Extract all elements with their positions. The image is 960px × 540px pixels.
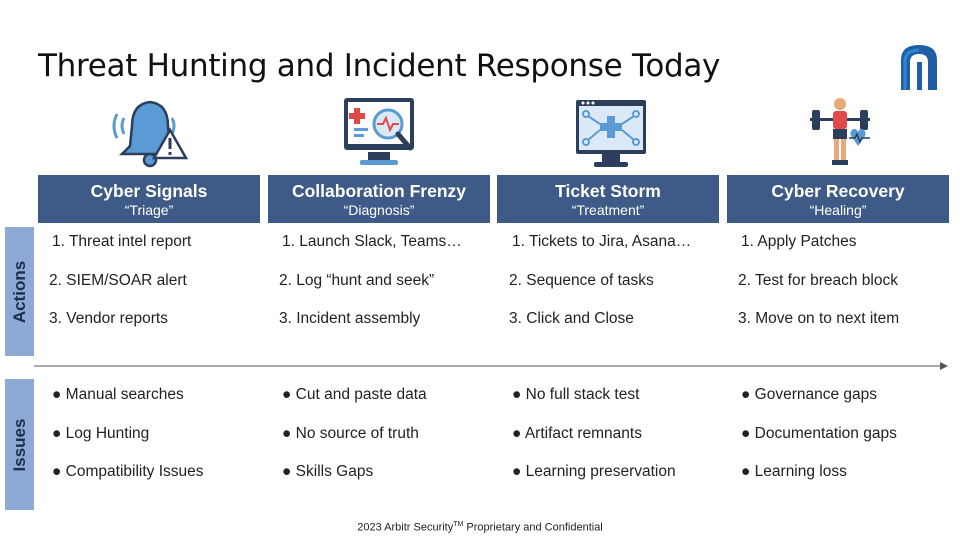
action-item: 2. Log “hunt and seek” <box>279 272 435 289</box>
action-item: 1. Tickets to Jira, Asana… <box>512 233 692 250</box>
action-item: 1. Apply Patches <box>741 233 857 250</box>
column-title: Ticket Storm <box>555 181 661 201</box>
column-title: Cyber Signals <box>90 181 208 201</box>
issue-item: ● Compatibility Issues <box>52 463 204 480</box>
action-item: 2. Sequence of tasks <box>509 272 654 289</box>
issue-item: ● Learning loss <box>741 463 847 480</box>
footer-suffix: Proprietary and Confidential <box>463 521 603 534</box>
issue-item: ● Cut and paste data <box>282 386 427 403</box>
column-header-cyber-signals: Cyber Signals “Triage” <box>38 175 260 223</box>
action-item: 1. Launch Slack, Teams… <box>282 233 462 250</box>
timeline-arrow <box>34 362 948 370</box>
action-item: 3. Incident assembly <box>279 310 421 327</box>
issue-item: ● Skills Gaps <box>282 463 374 480</box>
actions-side-label: Actions <box>5 227 34 356</box>
action-item: 1. Threat intel report <box>52 233 192 250</box>
arbitr-logo-icon <box>901 45 937 90</box>
issue-item: ● Artifact remnants <box>512 425 642 442</box>
trademark-mark: TM <box>453 521 464 528</box>
weightlifter-icon <box>810 98 870 165</box>
monitor-diagnosis-icon <box>344 98 414 165</box>
action-item: 2. Test for breach block <box>738 272 898 289</box>
issues-label-text: Issues <box>9 418 29 471</box>
column-title: Cyber Recovery <box>771 181 905 201</box>
action-item: 3. Click and Close <box>509 310 634 327</box>
issue-item: ● Documentation gaps <box>741 425 897 442</box>
column-subtitle: “Diagnosis” <box>343 202 415 218</box>
monitor-network-icon <box>576 100 646 167</box>
column-subtitle: “Triage” <box>124 202 174 218</box>
issues-side-label: Issues <box>5 379 34 510</box>
column-header-cyber-recovery: Cyber Recovery “Healing” <box>727 175 949 223</box>
issue-item: ● Log Hunting <box>52 425 150 442</box>
action-item: 3. Move on to next item <box>738 310 900 327</box>
actions-label-text: Actions <box>9 260 29 323</box>
column-header-collaboration-frenzy: Collaboration Frenzy “Diagnosis” <box>268 175 490 223</box>
issue-item: ● Learning preservation <box>512 463 676 480</box>
column-title: Collaboration Frenzy <box>291 181 467 201</box>
column-subtitle: “Treatment” <box>571 202 645 218</box>
column-header-ticket-storm: Ticket Storm “Treatment” <box>497 175 719 223</box>
issue-item: ● Governance gaps <box>741 386 878 403</box>
footer-text: 2023 Arbitr Security <box>357 521 454 534</box>
issue-item: ● No full stack test <box>512 386 640 403</box>
issue-item: ● No source of truth <box>282 425 419 442</box>
action-item: 2. SIEM/SOAR alert <box>49 272 187 289</box>
alert-bell-icon <box>112 100 188 168</box>
footer: 2023 Arbitr SecurityTM Proprietary and C… <box>0 521 960 534</box>
column-subtitle: “Healing” <box>809 202 867 218</box>
action-item: 3. Vendor reports <box>49 310 168 327</box>
issue-item: ● Manual searches <box>52 386 184 403</box>
slide-title: Threat Hunting and Incident Response Tod… <box>38 48 721 84</box>
